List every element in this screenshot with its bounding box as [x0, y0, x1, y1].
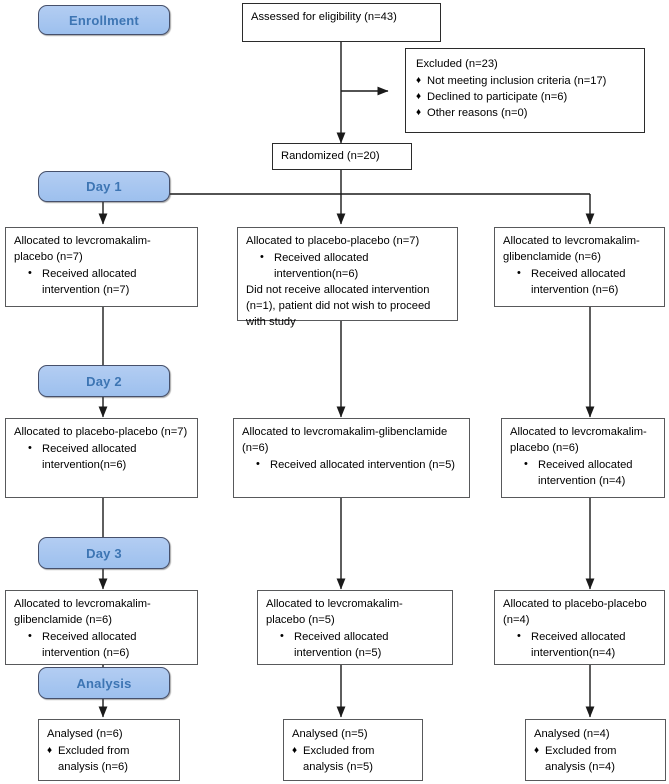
- stage-label-enrollment-text: Enrollment: [69, 12, 139, 28]
- list-item: • Received allocated intervention(n=6): [260, 251, 450, 283]
- allocation-detail-text: Received allocated intervention (n=7): [42, 267, 137, 296]
- box-randomized: Randomized (n=20): [272, 143, 412, 170]
- diamond-bullet-icon: ♦: [292, 744, 298, 756]
- allocation-detail-text: Received allocated intervention(n=4): [531, 630, 626, 659]
- stage-label-day3: Day 3: [38, 537, 170, 569]
- analysis-detail-list: ♦ Excluded from analysis (n=4): [534, 744, 658, 776]
- stage-label-analysis: Analysis: [38, 667, 170, 699]
- list-item: • Received allocated intervention (n=6): [517, 267, 657, 299]
- box-day3-middle-allocation: Allocated to levcromakalim- placebo (n=5…: [257, 590, 453, 665]
- allocation-detail-text: Received allocated intervention (n=5): [270, 458, 456, 471]
- allocation-detail-text: Received allocated intervention (n=6): [42, 630, 137, 659]
- excluded-reason-text: Other reasons (n=0): [427, 106, 528, 119]
- analysis-title: Analysed (n=5): [292, 728, 368, 740]
- allocation-title: Allocated to levcromakalim- glibenclamid…: [503, 235, 640, 263]
- box-day1-left-allocation: Allocated to levcromakalim- placebo (n=7…: [5, 227, 198, 307]
- analysis-detail-text: Excluded from analysis (n=4): [545, 744, 617, 773]
- randomized-title: Randomized (n=20): [281, 150, 380, 162]
- allocation-note: Did not receive allocated intervention (…: [246, 283, 431, 328]
- round-bullet-icon: •: [28, 629, 32, 642]
- allocation-detail-list: • Received allocated intervention (n=4): [510, 458, 657, 490]
- box-analysis-right: Analysed (n=4) ♦ Excluded from analysis (…: [525, 719, 666, 781]
- allocation-title: Allocated to levcromakalim- placebo (n=5…: [266, 598, 403, 626]
- box-day2-right-allocation: Allocated to levcromakalim- placebo (n=6…: [501, 418, 665, 498]
- excluded-reason-text: Not meeting inclusion criteria (n=17): [427, 74, 607, 87]
- allocation-detail-list: • Received allocated intervention (n=6): [14, 630, 190, 662]
- list-item: ♦ Not meeting inclusion criteria (n=17): [416, 74, 637, 90]
- round-bullet-icon: •: [260, 250, 264, 263]
- box-day2-left-allocation: Allocated to placebo-placebo (n=7) • Rece…: [5, 418, 198, 498]
- allocation-detail-list: • Received allocated intervention(n=6): [14, 442, 190, 474]
- allocation-detail-text: Received allocated intervention (n=4): [538, 458, 633, 487]
- excluded-reason-list: ♦ Not meeting inclusion criteria (n=17) ♦…: [416, 74, 637, 122]
- allocation-title: Allocated to levcromakalim- placebo (n=7…: [14, 235, 151, 263]
- round-bullet-icon: •: [517, 629, 521, 642]
- analysis-title: Analysed (n=4): [534, 728, 610, 740]
- allocation-detail-text: Received allocated intervention (n=5): [294, 630, 389, 659]
- round-bullet-icon: •: [524, 457, 528, 470]
- round-bullet-icon: •: [28, 266, 32, 279]
- diamond-bullet-icon: ♦: [47, 744, 53, 756]
- allocation-detail-text: Received allocated intervention(n=6): [42, 442, 137, 471]
- list-item: ♦ Excluded from analysis (n=5): [292, 744, 415, 776]
- analysis-title: Analysed (n=6): [47, 728, 123, 740]
- box-day1-middle-allocation: Allocated to placebo-placebo (n=7) • Rece…: [237, 227, 458, 328]
- list-item: • Received allocated intervention(n=4): [517, 630, 657, 662]
- stage-label-analysis-text: Analysis: [76, 675, 132, 691]
- allocation-title: Allocated to placebo-placebo (n=7): [246, 235, 420, 247]
- box-excluded: Excluded (n=23) ♦ Not meeting inclusion c…: [405, 48, 645, 133]
- excluded-title: Excluded (n=23): [416, 58, 498, 70]
- analysis-detail-list: ♦ Excluded from analysis (n=5): [292, 744, 415, 776]
- allocation-detail-list: • Received allocated intervention(n=4): [503, 630, 657, 662]
- allocation-detail-list: • Received allocated intervention(n=6): [246, 251, 450, 283]
- allocation-detail-list: • Received allocated intervention (n=6): [503, 267, 657, 299]
- allocation-title: Allocated to levcromakalim- glibenclamid…: [14, 598, 151, 626]
- stage-label-day2: Day 2: [38, 365, 170, 397]
- assessed-title: Assessed for eligibility (n=43): [251, 11, 397, 23]
- box-day3-right-allocation: Allocated to placebo-placebo (n=4) • Rece…: [494, 590, 665, 665]
- list-item: ♦ Excluded from analysis (n=6): [47, 744, 172, 776]
- allocation-title: Allocated to placebo-placebo (n=4): [503, 598, 647, 626]
- allocation-title: Allocated to placebo-placebo (n=7): [14, 426, 188, 438]
- box-analysis-left: Analysed (n=6) ♦ Excluded from analysis (…: [38, 719, 180, 781]
- stage-label-day1: Day 1: [38, 171, 170, 202]
- allocation-detail-text: Received allocated intervention(n=6): [274, 251, 369, 280]
- allocation-detail-list: • Received allocated intervention (n=5): [242, 458, 462, 474]
- allocation-detail-text: Received allocated intervention (n=6): [531, 267, 626, 296]
- box-assessed-for-eligibility: Assessed for eligibility (n=43): [242, 3, 441, 42]
- list-item: • Received allocated intervention(n=6): [28, 442, 190, 474]
- allocation-detail-list: • Received allocated intervention (n=7): [14, 267, 190, 299]
- list-item: • Received allocated intervention (n=5): [280, 630, 445, 662]
- list-item: • Received allocated intervention (n=6): [28, 630, 190, 662]
- list-item: • Received allocated intervention (n=4): [524, 458, 657, 490]
- analysis-detail-text: Excluded from analysis (n=6): [58, 744, 130, 773]
- allocation-title: Allocated to levcromakalim- placebo (n=6…: [510, 426, 647, 454]
- list-item: • Received allocated intervention (n=7): [28, 267, 190, 299]
- box-day1-right-allocation: Allocated to levcromakalim- glibenclamid…: [494, 227, 665, 307]
- allocation-title: Allocated to levcromakalim-glibenclamide…: [242, 426, 448, 454]
- analysis-detail-text: Excluded from analysis (n=5): [303, 744, 375, 773]
- box-day2-middle-allocation: Allocated to levcromakalim-glibenclamide…: [233, 418, 470, 498]
- analysis-detail-list: ♦ Excluded from analysis (n=6): [47, 744, 172, 776]
- box-analysis-middle: Analysed (n=5) ♦ Excluded from analysis (…: [283, 719, 423, 781]
- list-item: ♦ Other reasons (n=0): [416, 106, 637, 122]
- stage-label-day2-text: Day 2: [86, 373, 122, 389]
- round-bullet-icon: •: [28, 441, 32, 454]
- round-bullet-icon: •: [280, 629, 284, 642]
- diamond-bullet-icon: ♦: [416, 74, 422, 86]
- round-bullet-icon: •: [517, 266, 521, 279]
- stage-label-enrollment: Enrollment: [38, 5, 170, 35]
- diamond-bullet-icon: ♦: [416, 90, 422, 102]
- stage-label-day1-text: Day 1: [86, 179, 122, 194]
- excluded-reason-text: Declined to participate (n=6): [427, 90, 568, 103]
- stage-label-day3-text: Day 3: [86, 545, 122, 561]
- list-item: ♦ Excluded from analysis (n=4): [534, 744, 658, 776]
- allocation-detail-list: • Received allocated intervention (n=5): [266, 630, 445, 662]
- list-item: • Received allocated intervention (n=5): [256, 458, 462, 474]
- round-bullet-icon: •: [256, 457, 260, 470]
- diamond-bullet-icon: ♦: [534, 744, 540, 756]
- diamond-bullet-icon: ♦: [416, 106, 422, 118]
- list-item: ♦ Declined to participate (n=6): [416, 90, 637, 106]
- box-day3-left-allocation: Allocated to levcromakalim- glibenclamid…: [5, 590, 198, 665]
